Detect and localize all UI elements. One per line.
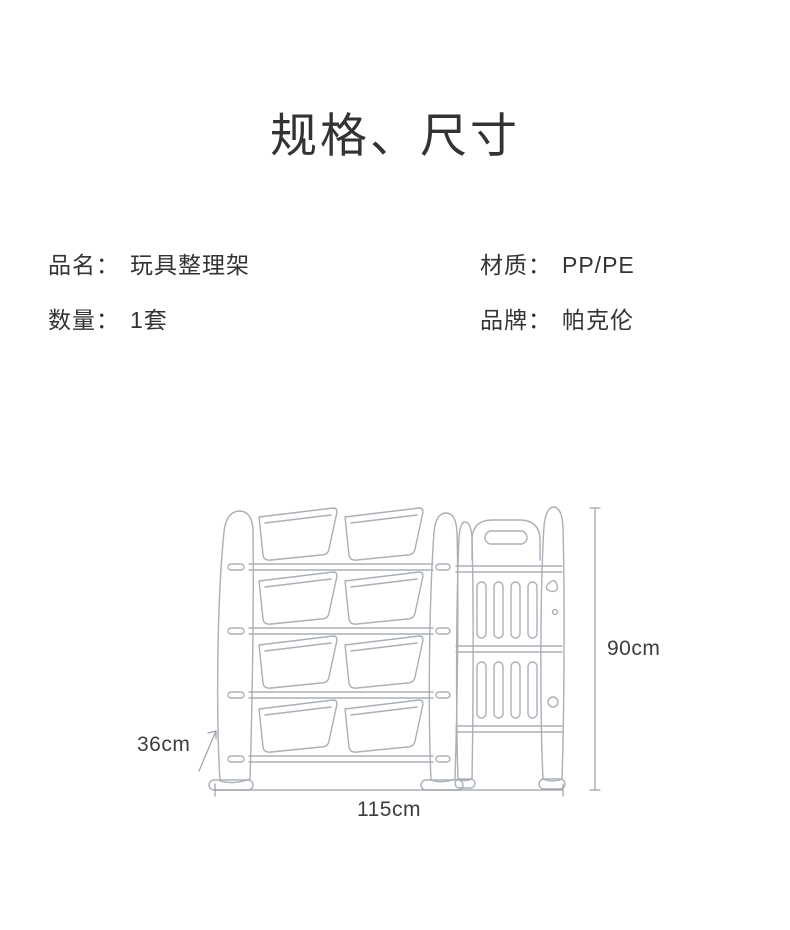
- rack-right-unit: [454, 506, 566, 790]
- spec-value-material: PP/PE: [562, 252, 635, 278]
- spec-value-product-name: 玩具整理架: [130, 252, 250, 278]
- spec-label-quantity: 数量：: [48, 307, 120, 333]
- spec-label-product-name: 品名：: [48, 252, 120, 278]
- dimension-height-label: 90cm: [607, 637, 661, 660]
- dimension-width-label: 115cm: [357, 798, 421, 821]
- spec-item-brand: 品牌： 帕克伦: [480, 301, 634, 335]
- page-title: 规格、尺寸: [270, 109, 520, 162]
- dimension-depth-label: 36cm: [137, 733, 191, 756]
- spec-label-brand: 品牌：: [480, 307, 552, 333]
- dimension-lines: [198, 507, 601, 797]
- spec-value-quantity: 1套: [130, 307, 168, 333]
- spec-item-material: 材质： PP/PE: [480, 246, 635, 280]
- spec-item-quantity: 数量： 1套: [48, 301, 168, 335]
- spec-item-product-name: 品名： 玩具整理架: [48, 246, 250, 280]
- spec-label-material: 材质：: [480, 252, 552, 278]
- rack-left-unit: [208, 507, 464, 791]
- toy-rack-line-drawing-icon: [198, 506, 601, 797]
- dimension-diagram: 90cm 36cm 115cm: [125, 480, 665, 850]
- spec-value-brand: 帕克伦: [562, 307, 634, 333]
